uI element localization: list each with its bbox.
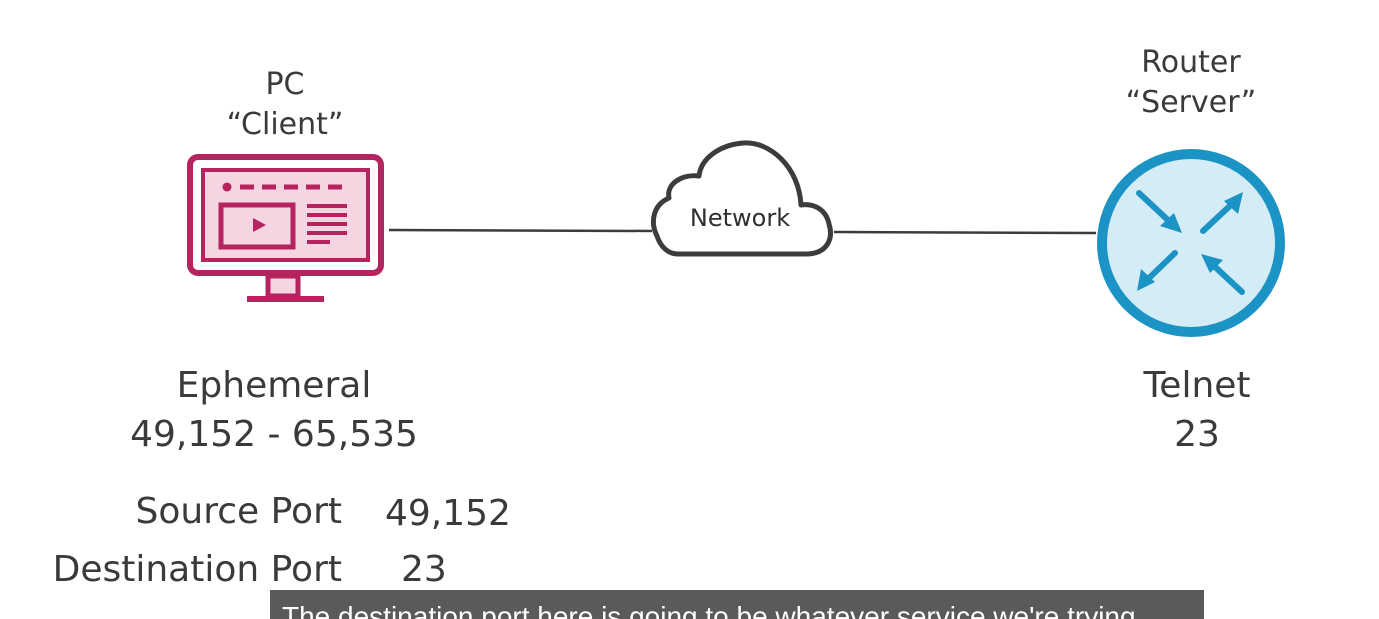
network-cloud-icon [651,140,833,257]
router-title: Router [1141,45,1241,80]
destination-port-value: 23 [401,549,447,590]
client-port-range: 49,152 - 65,535 [130,414,418,455]
pc-title: PC [265,67,305,102]
server-service: Telnet [1143,365,1251,406]
source-port-label: Source Port [135,491,342,532]
network-router-link [833,230,1097,235]
client-port-type: Ephemeral [176,365,372,406]
pc-role: “Client” [226,107,344,142]
server-port: 23 [1174,414,1220,455]
router-role: “Server” [1125,85,1257,120]
destination-port-label: Destination Port [52,549,342,590]
network-label: Network [689,204,791,232]
caption-bar: The destination port here is going to be… [270,590,1204,619]
pc-monitor-icon [187,154,384,302]
client-network-link [388,228,653,233]
router-icon [1097,149,1285,337]
caption-text: The destination port here is going to be… [282,601,1136,619]
source-port-value: 49,152 [385,493,511,534]
